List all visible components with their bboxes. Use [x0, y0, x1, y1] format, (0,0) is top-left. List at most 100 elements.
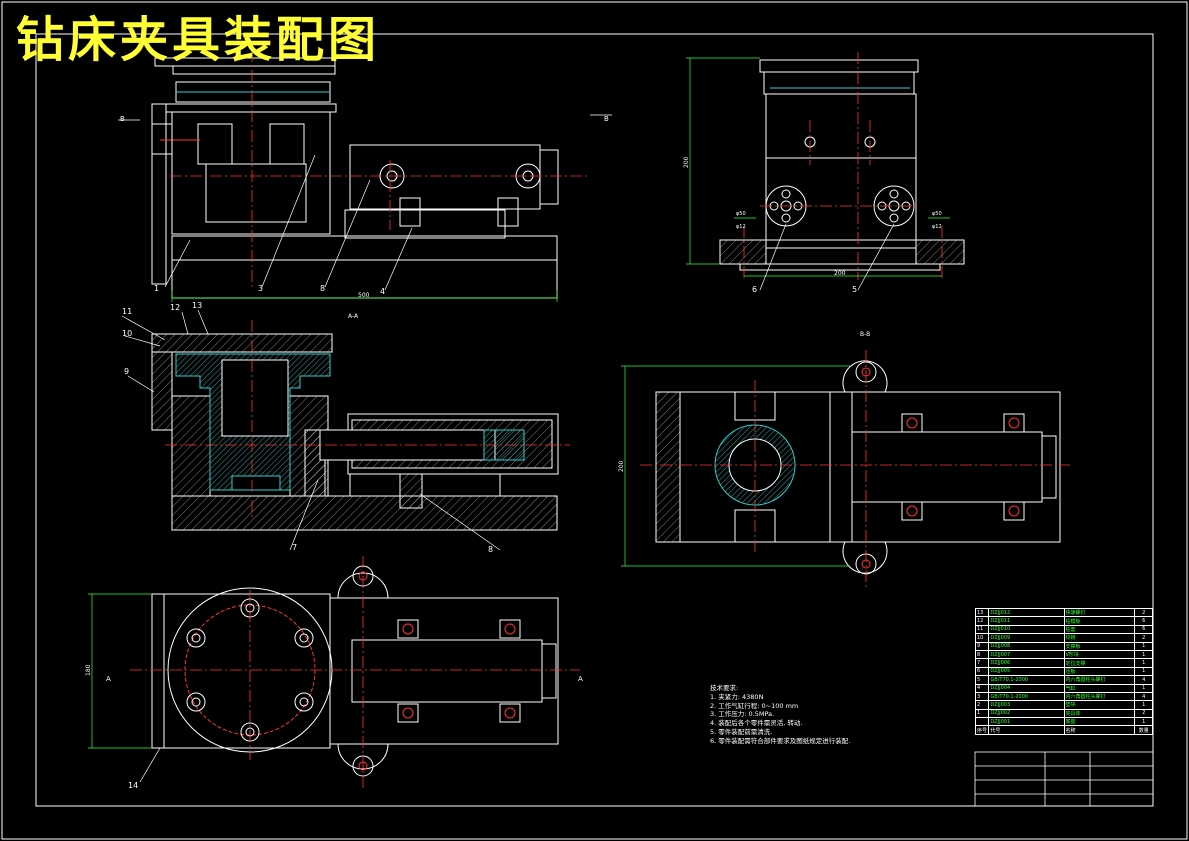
bom-cell-name: 夹具体 — [1063, 708, 1136, 719]
bom-cell-name: 垫块 — [1063, 700, 1136, 710]
bom-cell-qty: 1 — [1134, 658, 1153, 668]
bom-cell-qty: 2 — [1134, 607, 1153, 618]
bom-cell-name: 钻模板 — [1063, 616, 1136, 626]
section-bb-view — [655, 360, 1061, 575]
section-aa-view — [151, 333, 559, 531]
bom-cell-code: DZJJ009 — [988, 633, 1065, 643]
bom-cell-code: DZJJ004 — [988, 683, 1065, 693]
bom-cell-name: 底座 — [1063, 717, 1136, 727]
inner-border — [35, 33, 1154, 807]
bom-header-no: 序号 — [974, 725, 990, 735]
bom-cell-name: 内六角圆柱头螺钉 — [1063, 675, 1136, 685]
top-view — [151, 565, 559, 777]
bom-header-qty: 数量 — [1134, 725, 1153, 735]
bom-cell-name: V形块 — [1063, 649, 1136, 660]
bom-header-row: 序号代号名称数量 — [974, 725, 1153, 735]
bom-cell-no: 11 — [974, 624, 990, 635]
callout-8a: 8 — [320, 284, 325, 293]
bom-cell-no: 2 — [974, 700, 990, 710]
bom-cell-no: 10 — [974, 633, 990, 643]
callout-3: 3 — [258, 284, 263, 293]
bom-cell-code: DZJJ008 — [988, 641, 1065, 651]
callout-6: 6 — [752, 285, 757, 294]
callout-8b: 8 — [488, 545, 493, 554]
side-view — [719, 59, 965, 271]
bom-cell-code: GB/T70.1-2000 — [988, 691, 1065, 702]
note-item: 5. 零件装配前需清洗. — [710, 727, 773, 736]
callout-9: 9 — [124, 367, 129, 376]
bom-cell-code: DZJJ010 — [988, 624, 1065, 635]
note-item: 3. 工作压力: 0.5MPa. — [710, 710, 775, 719]
bom-cell-qty: 2 — [1134, 708, 1153, 719]
bom-cell-no: 5 — [974, 675, 990, 685]
bom-cell-name: 压板 — [1063, 666, 1136, 677]
bom-cell-code: DZJJ006 — [988, 658, 1065, 668]
dim-bb-height: 200 — [618, 460, 625, 472]
view-label-bb: B-B — [860, 331, 870, 338]
bom-cell-no: 9 — [974, 641, 990, 651]
bom-cell-name: 钻套 — [1063, 624, 1136, 635]
callout-5: 5 — [852, 285, 857, 294]
bom-cell-code: DZJJ007 — [988, 649, 1065, 660]
dim-bore-left: φ50 — [736, 211, 746, 217]
bom-cell-qty: 6 — [1134, 616, 1153, 626]
bom-cell-name: 气缸 — [1063, 683, 1136, 693]
bom-cell-name: 支撑板 — [1063, 641, 1136, 651]
bom-cell-name: 快速螺钉 — [1063, 607, 1136, 618]
drawing-title: 钻床夹具装配图 — [16, 12, 381, 68]
section-mark-a-right: A — [578, 675, 583, 683]
section-mark-b-right: B — [604, 115, 609, 123]
dim-hole-right: φ12 — [932, 224, 942, 230]
bom-header-code: 代号 — [988, 725, 1065, 735]
bom-cell-qty: 1 — [1134, 683, 1153, 693]
bom-cell-name: 定位支撑 — [1063, 658, 1136, 668]
bom-cell-qty: 1 — [1134, 700, 1153, 710]
notes-heading: 技术要求: — [710, 684, 739, 692]
dim-top-height: 180 — [85, 664, 92, 676]
bom-cell-no: 1 — [974, 708, 990, 719]
dim-bore-right: φ50 — [932, 211, 942, 217]
bom-cell-no: 4 — [974, 683, 990, 693]
bom-cell-qty: 6 — [1134, 624, 1153, 635]
bom-cell-qty: 4 — [1134, 691, 1153, 702]
dim-side-width: 200 — [834, 270, 846, 277]
bom-cell-qty: 1 — [1134, 666, 1153, 677]
bom-cell-code: DZJJ012 — [988, 607, 1065, 618]
note-item: 6. 零件装配需符合部件要求及图纸规定进行装配. — [710, 736, 851, 745]
callout-14: 14 — [128, 781, 138, 790]
callout-7: 7 — [292, 543, 297, 552]
dim-side-height: 200 — [683, 156, 690, 168]
bom-cell-no: 3 — [974, 691, 990, 702]
bom-cell-name: 内六角圆柱头螺钉 — [1063, 691, 1136, 702]
note-item: 2. 工作气缸行程: 0~100 mm — [710, 701, 799, 710]
technical-requirements: 技术要求: 1. 夹紧力: 4380N 2. 工作气缸行程: 0~100 mm … — [710, 684, 850, 746]
callout-10: 10 — [122, 329, 132, 338]
bom-cell-qty: 4 — [1134, 675, 1153, 685]
note-item: 1. 夹紧力: 4380N — [710, 692, 764, 701]
bom-cell-no: 13 — [974, 607, 990, 618]
callout-13: 13 — [192, 301, 202, 310]
bom-cell-no — [974, 717, 990, 727]
bom-cell-code: GB/T70.1-2000 — [988, 675, 1065, 685]
section-mark-a-left: A — [106, 675, 111, 683]
bom-cell-qty: 1 — [1134, 641, 1153, 651]
bom-cell-no: 6 — [974, 666, 990, 677]
dim-front-width: 500 — [358, 292, 370, 299]
bom-cell-no: 8 — [974, 649, 990, 660]
bom-cell-code: DZJJ001 — [988, 717, 1065, 727]
title-block — [974, 751, 1154, 807]
